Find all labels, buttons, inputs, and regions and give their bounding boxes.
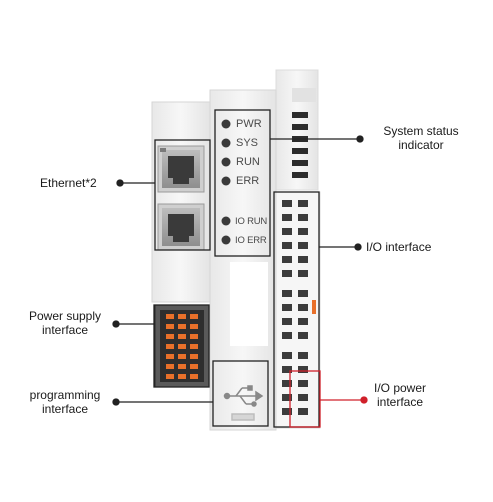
system-status-dot xyxy=(356,135,364,143)
led-label-io-err: IO ERR xyxy=(235,235,267,246)
system-status-frame xyxy=(214,109,271,257)
led-label-io-run: IO RUN xyxy=(235,216,268,227)
label-programming: programming interface xyxy=(29,388,101,416)
programming-dot xyxy=(112,398,120,406)
ethernet-port-2 xyxy=(157,203,205,251)
status-led-dots xyxy=(221,119,231,245)
power-supply-dot xyxy=(112,320,120,328)
io-module-top xyxy=(275,69,319,191)
ethernet-dot xyxy=(116,179,124,187)
label-io-interface: I/O interface xyxy=(366,240,432,254)
ethernet-frame xyxy=(154,139,211,251)
label-power-supply: Power supply interface xyxy=(28,309,102,337)
programming-frame xyxy=(212,360,269,427)
ethernet-module-body xyxy=(151,101,211,303)
io-power-dot xyxy=(360,396,368,404)
led-label-pwr: PWR xyxy=(236,118,262,130)
label-io-power: I/O power interface xyxy=(373,381,427,409)
io-power-frame xyxy=(289,370,321,428)
label-ethernet: Ethernet*2 xyxy=(40,176,97,190)
label-system-status: System status indicator xyxy=(383,124,459,152)
led-label-run: RUN xyxy=(236,156,260,168)
usb-icon xyxy=(223,385,264,421)
io-terminal-block xyxy=(275,191,321,429)
power-supply-frame xyxy=(153,304,210,388)
power-supply-connector xyxy=(154,304,210,388)
io-interface-dot xyxy=(354,243,362,251)
led-label-err: ERR xyxy=(236,175,260,187)
led-label-sys: SYS xyxy=(236,137,259,149)
ethernet-port-1 xyxy=(157,145,205,193)
